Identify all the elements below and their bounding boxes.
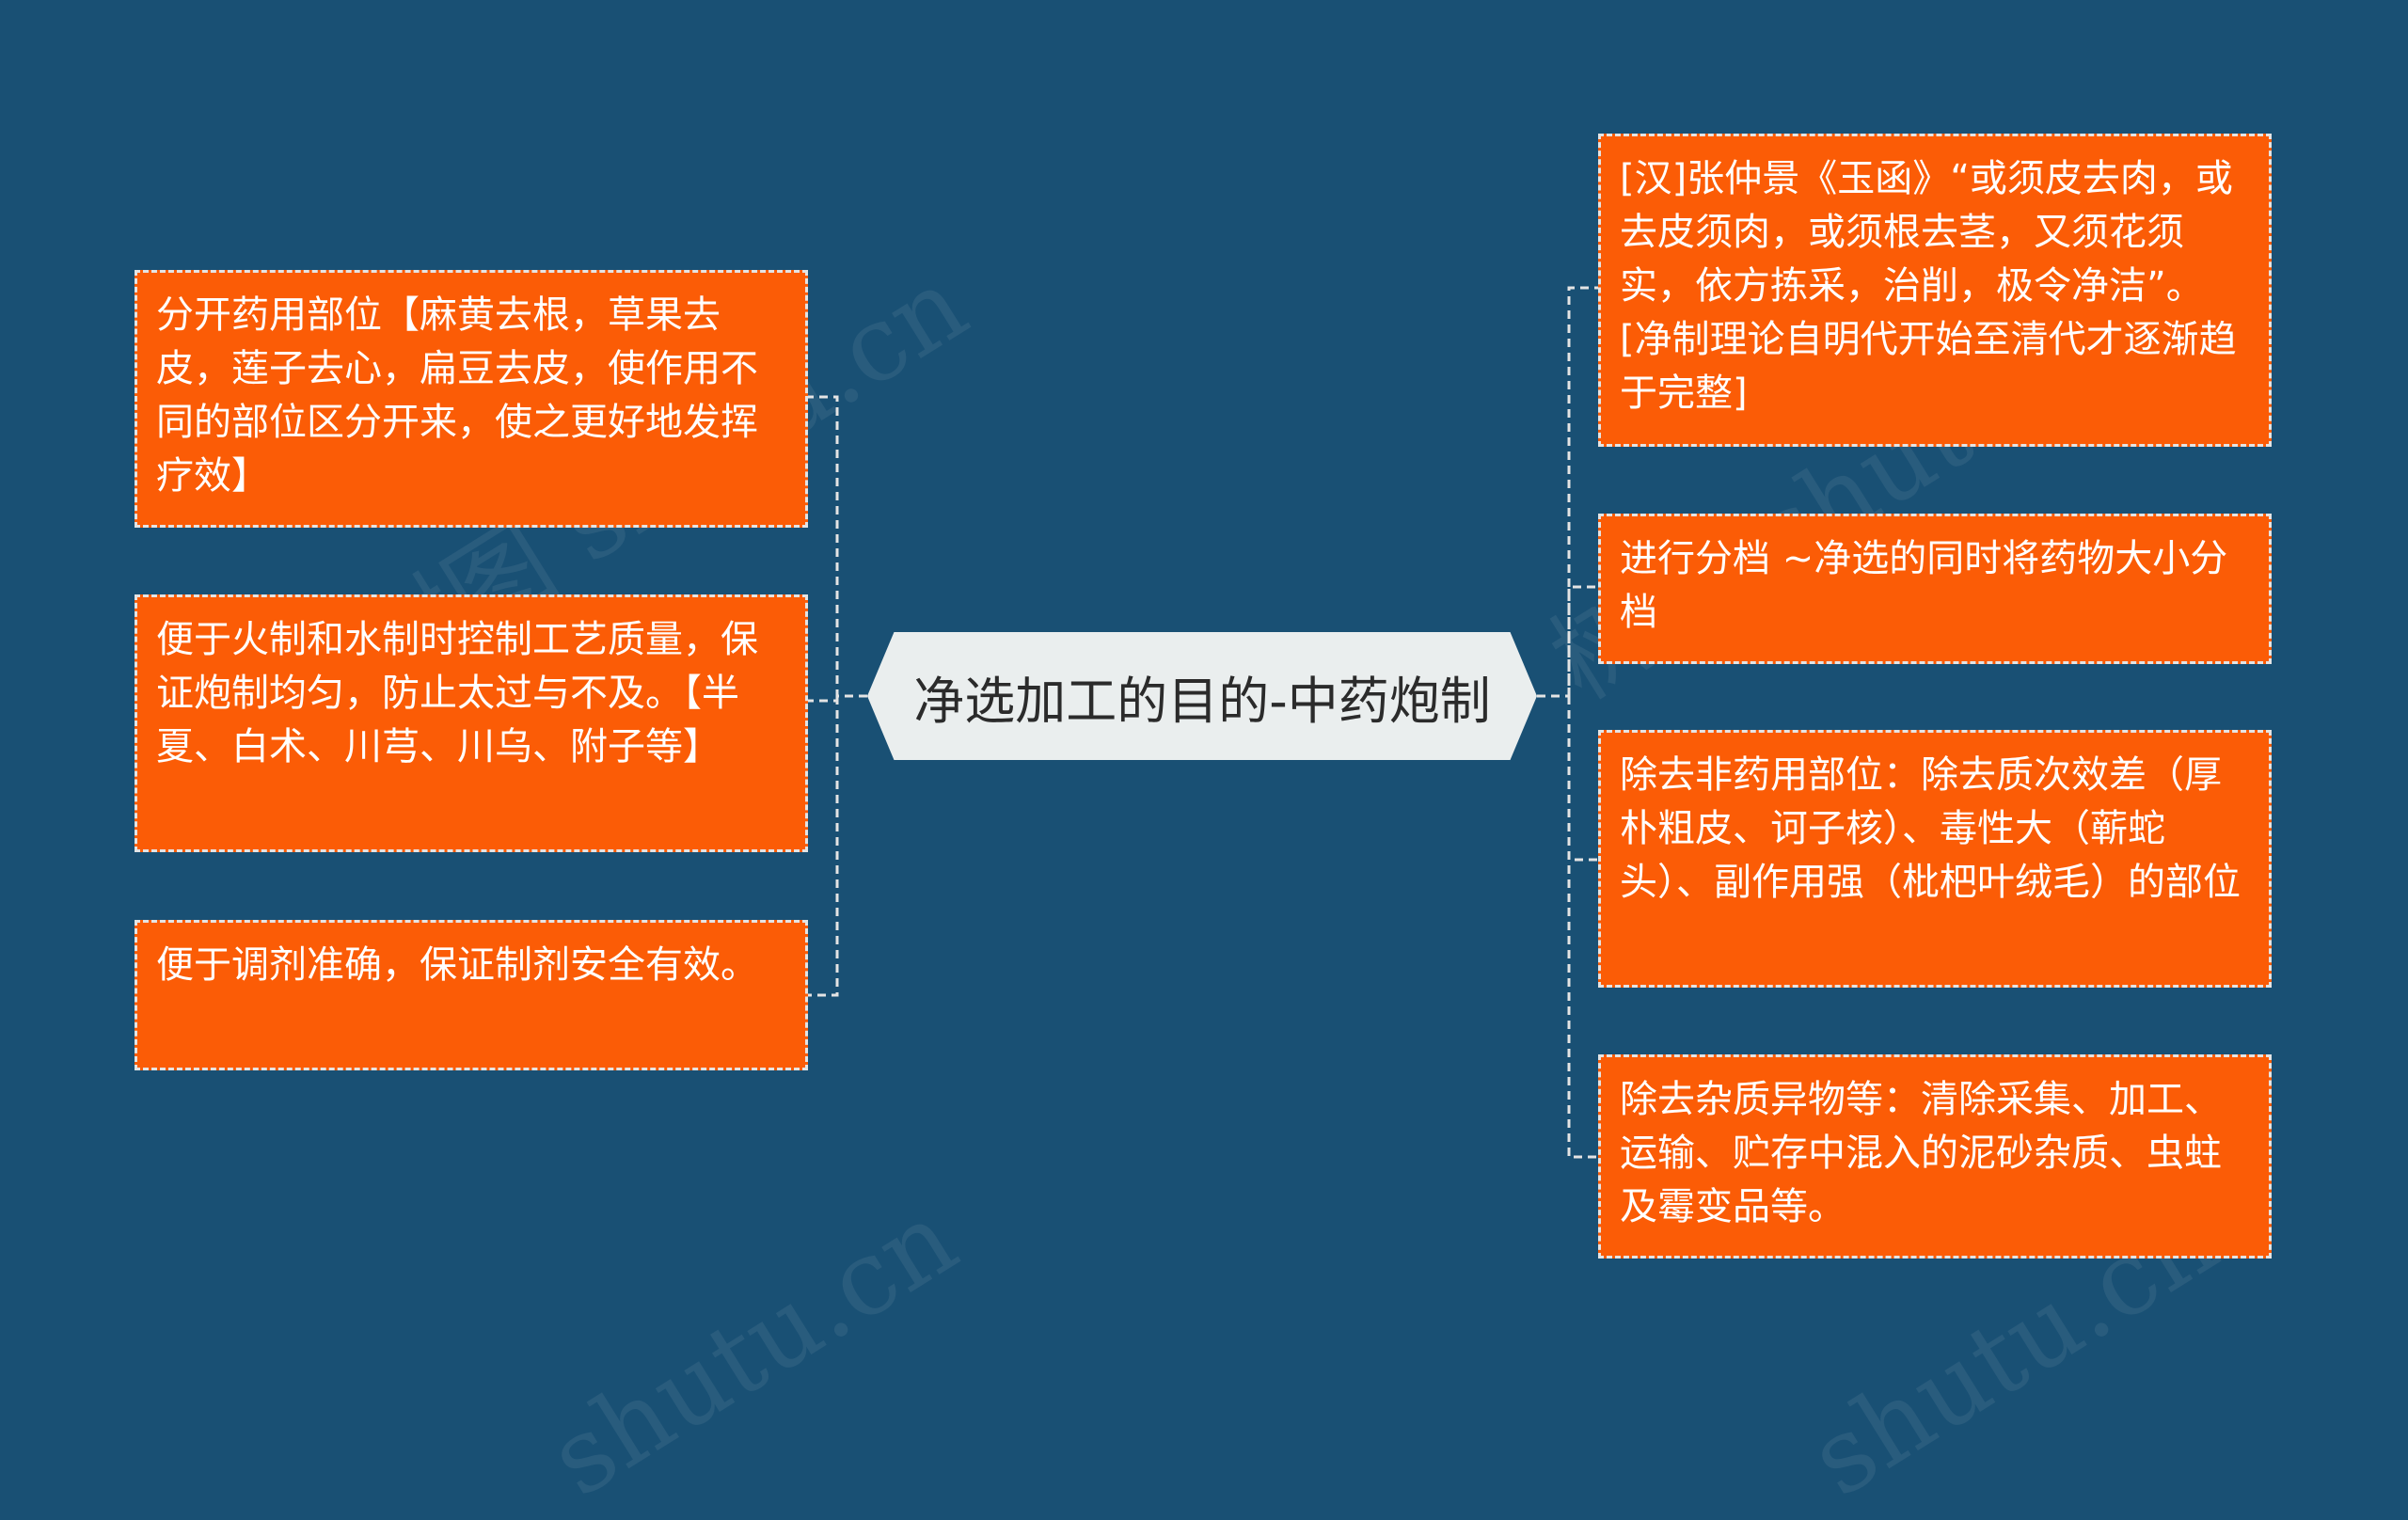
central-topic-title: 净选加工的目的-中药炮制 — [913, 671, 1491, 731]
right-node-2[interactable]: 进行分档 ~净选的同时将药物大小分档 — [1598, 514, 2272, 664]
right-node-1[interactable]: [汉]张仲景《玉函》“或须皮去肉，或去皮须肉，或须根去茎，又须花须实，依方拣采，… — [1598, 134, 2272, 447]
left-node-1[interactable]: 分开药用部位【麻黄去根，草果去皮，莲子去心，扁豆去皮，使作用不同的部位区分开来，… — [135, 270, 808, 528]
node-text: 便于调剂准确，保证制剂安全有效。 — [156, 943, 758, 987]
node-text: [汉]张仲景《玉函》“或须皮去肉，或去皮须肉，或须根去茎，又须花须实，依方拣采，… — [1620, 157, 2237, 415]
right-node-4[interactable]: 除去杂质异物等：清除采集、加工、运输、贮存中混入的泥砂杂质、虫蛀及霉变品等。 — [1598, 1054, 2272, 1259]
left-node-2[interactable]: 便于火制和水制时控制工艺质量，保证炮制均匀，防止太过与不及。【半夏、白术、川芎、… — [135, 594, 808, 852]
mind-map-canvas: 树图 shutu.cn 树图 shutu.cn shutu.cn shutu.c… — [135, 134, 2272, 1520]
node-text: 除去非药用部位：除去质次效差（厚朴粗皮、诃子核）、毒性大（蕲蛇头）、副作用强（枇… — [1620, 753, 2241, 904]
node-text: 便于火制和水制时控制工艺质量，保证炮制均匀，防止太过与不及。【半夏、白术、川芎、… — [156, 618, 758, 768]
connector-lines — [805, 286, 1601, 1159]
connector-left-trunk — [805, 395, 867, 997]
central-topic[interactable]: 净选加工的目的-中药炮制 — [867, 632, 1537, 760]
node-text: 除去杂质异物等：清除采集、加工、运输、贮存中混入的泥砂杂质、虫蛀及霉变品等。 — [1620, 1078, 2222, 1228]
connector-right-trunk — [1537, 286, 1601, 1159]
node-text: 分开药用部位【麻黄去根，草果去皮，莲子去心，扁豆去皮，使作用不同的部位区分开来，… — [156, 293, 758, 498]
node-text: 进行分档 ~净选的同时将药物大小分档 — [1620, 537, 2228, 634]
right-node-3[interactable]: 除去非药用部位：除去质次效差（厚朴粗皮、诃子核）、毒性大（蕲蛇头）、副作用强（枇… — [1598, 730, 2272, 988]
left-node-3[interactable]: 便于调剂准确，保证制剂安全有效。 — [135, 920, 808, 1070]
